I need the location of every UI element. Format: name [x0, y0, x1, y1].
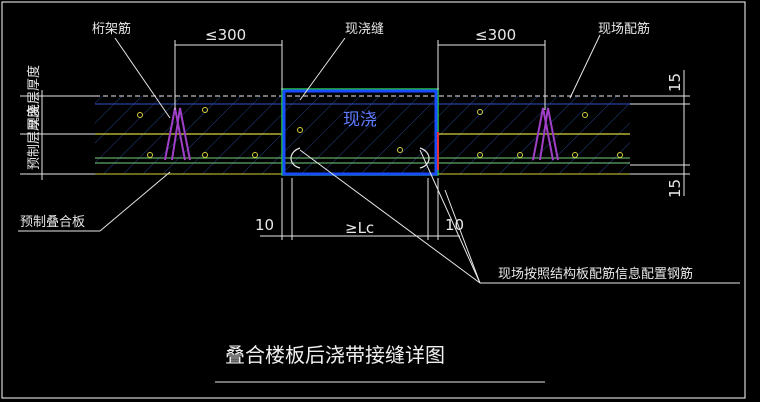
slab-section [95, 95, 630, 175]
layer-brackets [20, 90, 95, 180]
truss-rebar-label: 桁架筋 [92, 21, 131, 37]
thickness-bottom-text: 15 [666, 179, 684, 198]
precast-thickness-label: 预制层厚度 [26, 105, 42, 170]
spacing-dimension-left [174, 40, 283, 110]
precast-panel-label: 预制叠合板 [20, 215, 85, 230]
drawing-title: 叠合楼板后浇带接缝详图 [225, 343, 445, 367]
onsite-rebar-label: 现场配筋 [598, 21, 650, 37]
rebar-note-label: 现场按照结构板配筋信息配置钢筋 [498, 266, 693, 282]
lap-length-text: ≥Lc [345, 219, 374, 237]
truss-rebar-right [532, 107, 559, 161]
cast-seam-label: 现浇缝 [345, 22, 384, 37]
gap-right-text: 10 [445, 216, 464, 234]
spacing-right-text: ≤300 [475, 26, 516, 44]
drawing-frame [1, 1, 746, 399]
cast-in-place-band [281, 88, 439, 176]
lap-dimension [260, 178, 460, 240]
cast-thickness-label: 现浇层厚度 [26, 65, 42, 130]
cast-in-place-label: 现浇 [343, 110, 377, 130]
thickness-top-text: 15 [666, 73, 684, 92]
gap-left-text: 10 [255, 216, 274, 234]
thickness-dimension [630, 70, 690, 196]
spacing-dimension-right [437, 40, 546, 110]
spacing-left-text: ≤300 [205, 26, 246, 44]
leader-lines [18, 34, 740, 284]
